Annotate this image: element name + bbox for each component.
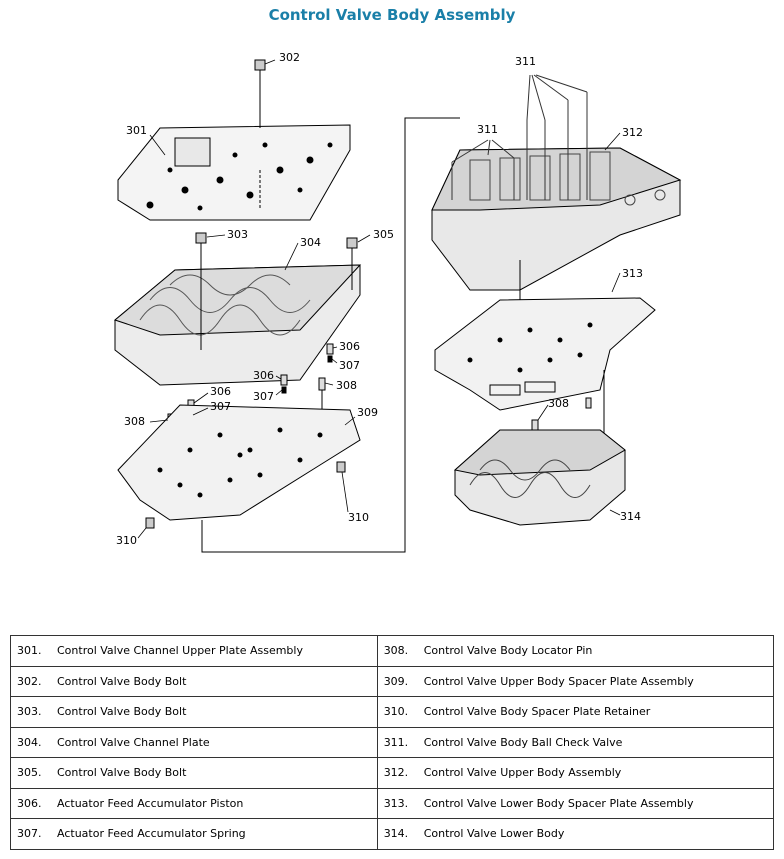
diagram-title: Control Valve Body Assembly <box>268 6 516 24</box>
callout-308: 308 <box>336 379 357 392</box>
part-314-lower-body <box>453 429 626 526</box>
callout-310: 310 <box>116 534 137 547</box>
table-row: 302.Control Valve Body Bolt 309.Control … <box>10 665 775 697</box>
table-row: 305.Control Valve Body Bolt 312.Control … <box>10 757 775 789</box>
legend-cell: 305.Control Valve Body Bolt <box>10 757 378 789</box>
part-305-bolt <box>346 237 358 290</box>
callout-308: 308 <box>124 415 145 428</box>
legend-cell: 303.Control Valve Body Bolt <box>10 696 378 728</box>
part-309-spacer-plate <box>117 404 361 521</box>
callout-312: 312 <box>622 126 643 139</box>
table-row: 301.Control Valve Channel Upper Plate As… <box>10 635 775 667</box>
callout-307: 307 <box>253 390 274 403</box>
legend-cell: 306.Actuator Feed Accumulator Piston <box>10 787 378 819</box>
callout-305: 305 <box>373 228 394 241</box>
legend-cell: 309.Control Valve Upper Body Spacer Plat… <box>376 665 775 697</box>
legend-cell: 304.Control Valve Channel Plate <box>10 726 378 758</box>
part-301-upper-plate <box>117 124 351 221</box>
part-310-retainer <box>336 461 346 473</box>
legend-cell: 301.Control Valve Channel Upper Plate As… <box>10 635 378 667</box>
callout-306: 306 <box>253 369 274 382</box>
callout-309: 309 <box>357 406 378 419</box>
part-303-bolt <box>195 232 207 350</box>
callout-311: 311 <box>477 123 498 136</box>
part-304-channel-plate <box>113 264 362 386</box>
callout-314: 314 <box>620 510 641 523</box>
part-306-piston <box>280 374 288 386</box>
legend-cell: 307.Actuator Feed Accumulator Spring <box>10 818 378 850</box>
part-308-pin <box>585 397 592 409</box>
table-row: 307.Actuator Feed Accumulator Spring 314… <box>10 818 775 850</box>
table-row: 306.Actuator Feed Accumulator Piston 313… <box>10 787 775 819</box>
part-313-lower-spacer-plate <box>434 297 656 411</box>
callout-307: 307 <box>339 359 360 372</box>
part-310-retainer <box>145 517 155 529</box>
callout-313: 313 <box>622 267 643 280</box>
part-302-bolt <box>254 59 266 210</box>
callout-308: 308 <box>548 397 569 410</box>
part-311-ball-check-leaders <box>451 74 588 200</box>
callout-310: 310 <box>348 511 369 524</box>
part-312-upper-body <box>431 147 682 291</box>
callout-301: 301 <box>126 124 147 137</box>
legend-cell: 313.Control Valve Lower Body Spacer Plat… <box>376 787 775 819</box>
callout-306: 306 <box>210 385 231 398</box>
callout-307: 307 <box>210 400 231 413</box>
callout-302: 302 <box>279 51 300 64</box>
part-308-pin <box>318 377 326 391</box>
callout-311: 311 <box>515 55 536 68</box>
part-306-piston <box>326 343 334 355</box>
callout-304: 304 <box>300 236 321 249</box>
legend-cell: 308.Control Valve Body Locator Pin <box>376 635 775 667</box>
table-row: 304.Control Valve Channel Plate 311.Cont… <box>10 726 775 758</box>
legend-cell: 312.Control Valve Upper Body Assembly <box>376 757 775 789</box>
legend-cell: 302.Control Valve Body Bolt <box>10 665 378 697</box>
parts-legend-table: 301.Control Valve Channel Upper Plate As… <box>10 635 775 850</box>
legend-cell: 310.Control Valve Body Spacer Plate Reta… <box>376 696 775 728</box>
legend-cell: 314.Control Valve Lower Body <box>376 818 775 850</box>
connector-line <box>201 117 460 553</box>
callout-306: 306 <box>339 340 360 353</box>
part-307-spring <box>281 386 287 394</box>
legend-cell: 311.Control Valve Body Ball Check Valve <box>376 726 775 758</box>
part-307-spring <box>327 355 333 363</box>
exploded-view-diagram: 301 302 303 304 305 306 307 306 307 308 … <box>113 51 682 553</box>
callout-303: 303 <box>227 228 248 241</box>
table-row: 303.Control Valve Body Bolt 310.Control … <box>10 696 775 728</box>
